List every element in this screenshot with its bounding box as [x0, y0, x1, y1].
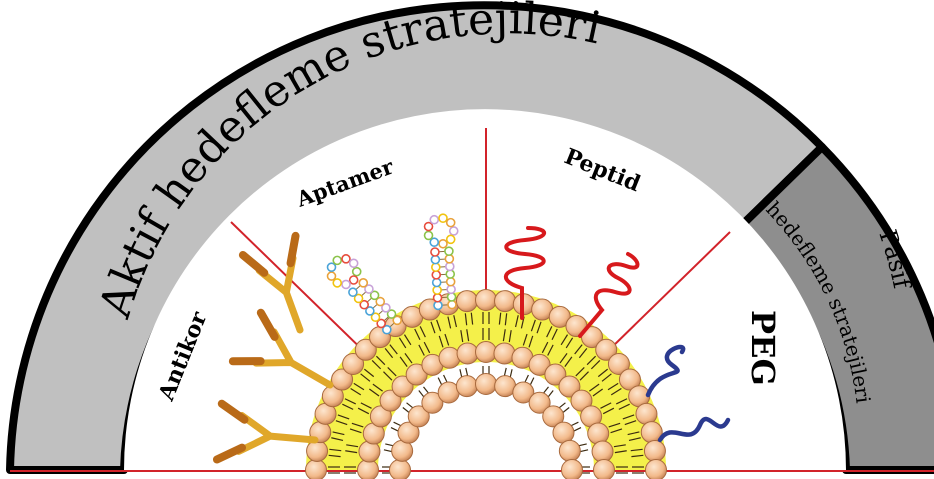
aptamer-nucleotide	[431, 256, 439, 264]
aptamer-nucleotide	[349, 288, 357, 296]
lipid-head	[456, 291, 477, 312]
aptamer-nucleotide	[350, 259, 358, 267]
aptamer-nucleotide	[447, 235, 455, 243]
aptamer-nucleotide	[350, 276, 358, 284]
lipid-head	[456, 376, 477, 397]
aptamer-nucleotide	[342, 255, 350, 263]
lipid-head	[476, 342, 497, 363]
aptamer-nucleotide	[446, 262, 454, 270]
lipid-head	[307, 440, 328, 461]
aptamer-nucleotide	[434, 301, 442, 309]
aptamer-nucleotide	[445, 255, 453, 263]
aptamer-nucleotide	[430, 216, 438, 224]
aptamer-nucleotide	[333, 279, 341, 287]
aptamer-nucleotide	[425, 231, 433, 239]
lipid-head	[476, 374, 497, 395]
lipid-head	[439, 347, 460, 368]
aptamer-nucleotide	[450, 227, 458, 235]
lipid-head	[636, 403, 657, 424]
lipid-head	[644, 440, 665, 461]
aptamer-nucleotide	[430, 238, 438, 246]
aptamer-nucleotide	[448, 301, 456, 309]
lipid-head	[457, 343, 478, 364]
aptamer-nucleotide	[425, 223, 433, 231]
aptamer-nucleotide	[439, 240, 447, 248]
aptamer-nucleotide	[439, 214, 447, 222]
aptamer-nucleotide	[333, 256, 341, 264]
lipid-head	[592, 441, 613, 462]
aptamer-nucleotide	[432, 271, 440, 279]
aptamer-nucleotide	[445, 247, 453, 255]
lipid-head	[390, 460, 411, 479]
aptamer-nucleotide	[447, 285, 455, 293]
lipid-head	[588, 423, 609, 444]
aptamer-nucleotide	[446, 270, 454, 278]
aptamer-nucleotide	[447, 219, 455, 227]
aptamer-nucleotide	[434, 294, 442, 302]
aptamer-nucleotide	[433, 286, 441, 294]
sector-label-peg: PEG	[744, 310, 782, 386]
aptamer-nucleotide	[432, 263, 440, 271]
lipid-head	[559, 440, 580, 461]
aptamer-nucleotide	[447, 278, 455, 286]
lipid-head	[494, 343, 515, 364]
lipid-head	[476, 290, 497, 311]
lipid-head	[646, 460, 667, 479]
aptamer-nucleotide	[328, 272, 336, 280]
lipid-head	[306, 460, 327, 479]
lipid-head	[495, 291, 516, 312]
aptamer-nucleotide	[448, 293, 456, 301]
aptamer-nucleotide	[328, 263, 336, 271]
lipid-head	[359, 441, 380, 462]
aptamer-nucleotide	[431, 248, 439, 256]
aptamer-nucleotide	[433, 279, 441, 287]
aptamer-nucleotide	[353, 268, 361, 276]
lipid-head	[594, 460, 615, 479]
lipid-head	[562, 460, 583, 479]
aptamer-nucleotide	[342, 280, 350, 288]
aptamer-nucleotide	[359, 279, 367, 287]
